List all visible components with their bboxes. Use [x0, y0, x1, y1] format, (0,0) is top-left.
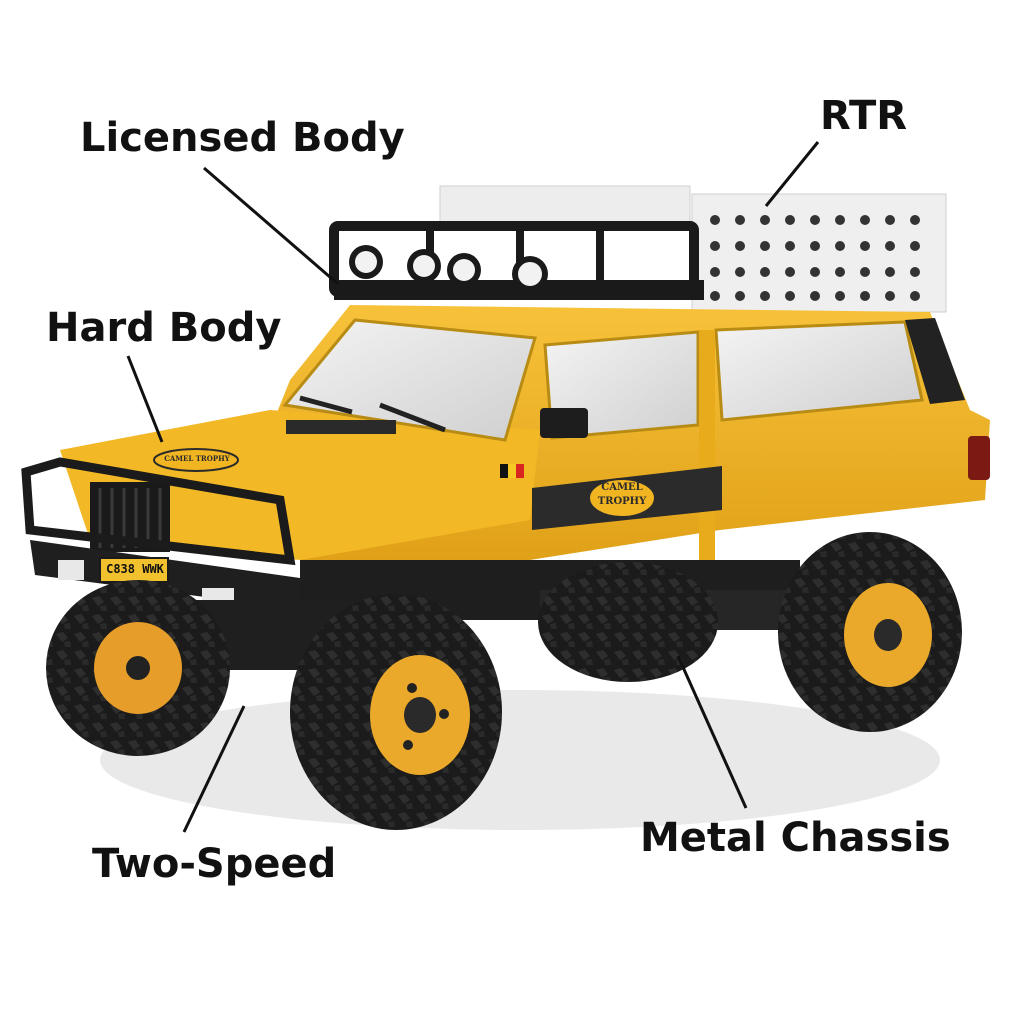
roof-rack [329, 221, 704, 300]
wheel-front-right [290, 594, 502, 830]
label-licensed-body: Licensed Body [80, 115, 405, 161]
wheel-rear-right [778, 532, 962, 732]
sand-ladders [439, 185, 947, 313]
front-bumper [21, 457, 305, 610]
wheel-rear-left [538, 562, 718, 682]
callout-line-hard-body [126, 355, 164, 443]
door-logo-line1: CAMEL [601, 482, 643, 493]
callout-line-two-speed [182, 705, 246, 833]
roof-lights [349, 245, 548, 292]
callout-line-rtr [764, 141, 820, 207]
callout-lines [126, 141, 820, 833]
hood-logo: CAMEL TROPHY [164, 454, 230, 463]
callout-line-metal-chassis [676, 655, 748, 809]
door-logo-line2: TROPHY [597, 496, 647, 507]
label-rtr: RTR [820, 93, 908, 139]
label-hard-body: Hard Body [46, 305, 282, 351]
license-plate-text: C838 WWK [106, 562, 164, 576]
wheel-front-left [46, 580, 230, 756]
vehicle-body [60, 305, 990, 560]
label-metal-chassis: Metal Chassis [640, 815, 951, 861]
callout-line-licensed-body [203, 166, 339, 286]
label-two-speed: Two-Speed [92, 841, 337, 887]
